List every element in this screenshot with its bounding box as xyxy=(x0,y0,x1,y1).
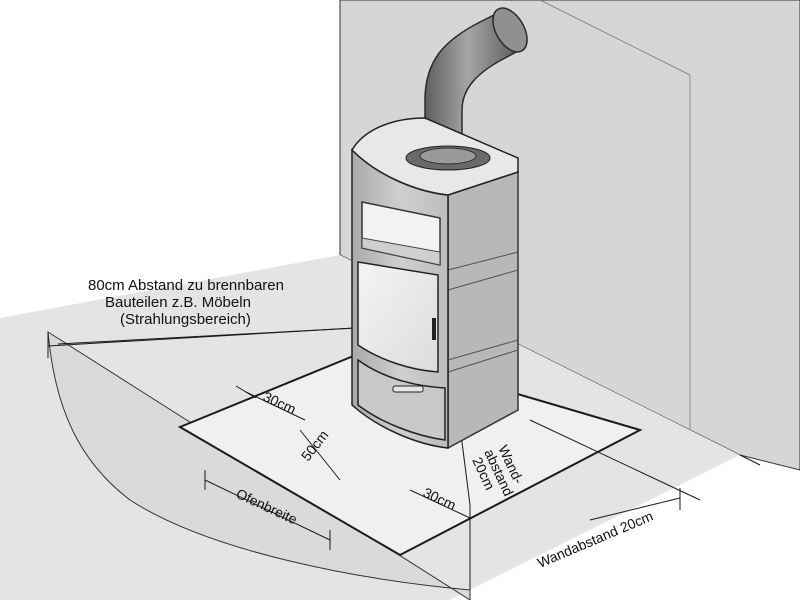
drawer-handle xyxy=(392,385,424,393)
clearance-label-line3: (Strahlungsbereich) xyxy=(120,311,251,328)
wall-corner-edge xyxy=(539,0,691,76)
floor-plate xyxy=(177,348,643,557)
pipe-collar xyxy=(492,7,528,53)
door-glass xyxy=(357,261,439,373)
clearance-label-line2: Bauteilen z.B. Möbeln xyxy=(105,294,251,311)
stove-side xyxy=(447,170,519,450)
clearance-label-line1: 80cm Abstand zu brennbaren xyxy=(88,277,284,294)
ash-drawer xyxy=(357,358,446,441)
door-handle xyxy=(432,318,436,340)
dimension-lines xyxy=(47,318,761,590)
